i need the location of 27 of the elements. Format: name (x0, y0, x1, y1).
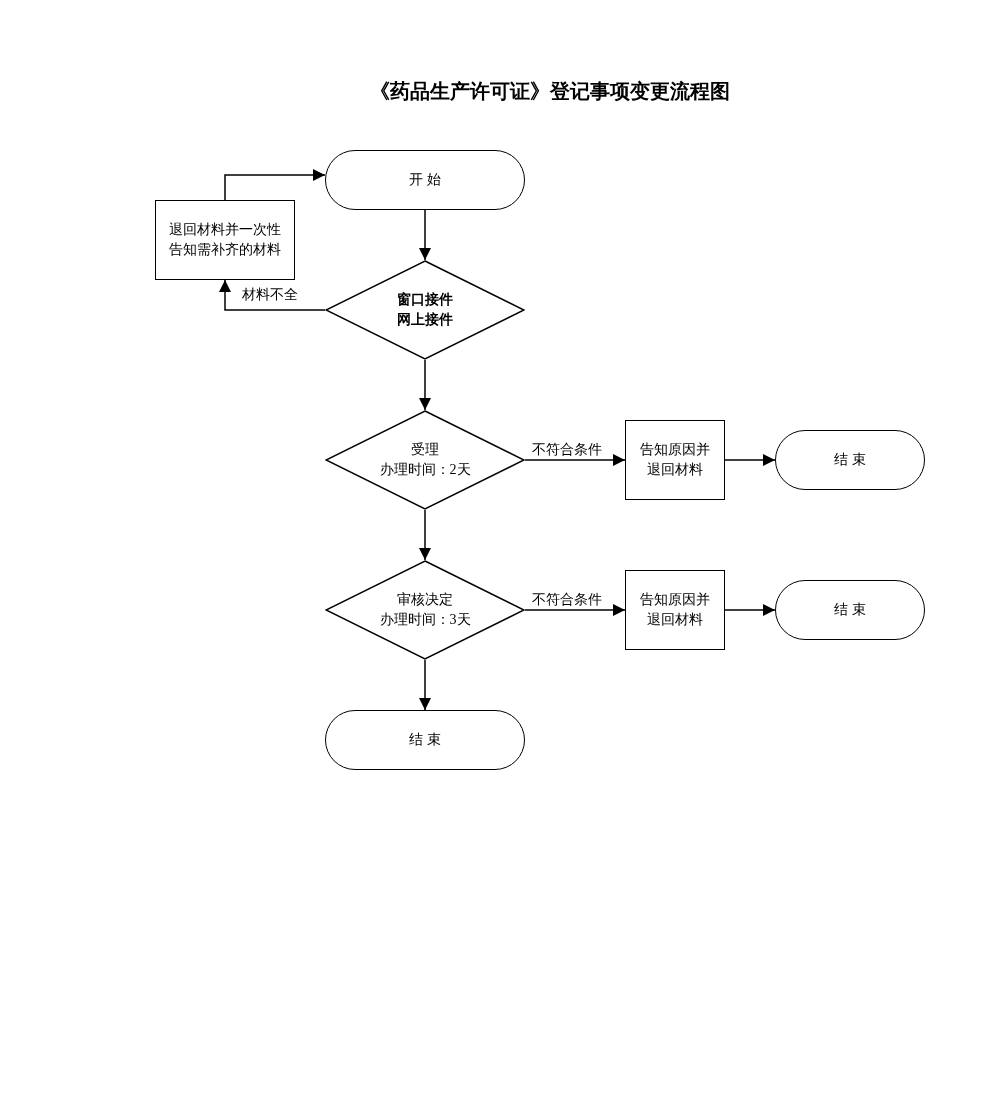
process-box: 告知原因并退回材料 (625, 420, 725, 500)
arrow (219, 279, 326, 311)
arrow (419, 659, 431, 711)
shape-label: 办理时间：2天 (379, 461, 471, 479)
terminal-shape: 结 束 (325, 710, 525, 770)
arrow (419, 359, 431, 411)
process-box: 退回材料并一次性告知需补齐的材料 (155, 200, 295, 280)
shape-label: 审核决定 (397, 591, 453, 609)
edge-label: 材料不全 (240, 286, 300, 304)
arrow (724, 454, 776, 466)
arrow (724, 604, 776, 616)
shape-label: 窗口接件 (397, 291, 453, 309)
arrow (419, 509, 431, 561)
terminal-shape: 开 始 (325, 150, 525, 210)
arrow (224, 169, 326, 201)
terminal-shape: 结 束 (775, 580, 925, 640)
shape-label: 办理时间：3天 (379, 611, 471, 629)
process-box: 告知原因并退回材料 (625, 570, 725, 650)
shape-label: 网上接件 (397, 311, 453, 329)
arrow (524, 454, 626, 466)
arrow (419, 209, 431, 261)
arrow (524, 604, 626, 616)
edge-label: 不符合条件 (530, 591, 604, 609)
title: 《药品生产许可证》登记事项变更流程图 (369, 79, 731, 104)
terminal-shape: 结 束 (775, 430, 925, 490)
edge-label: 不符合条件 (530, 441, 604, 459)
shape-label: 受理 (411, 441, 439, 459)
